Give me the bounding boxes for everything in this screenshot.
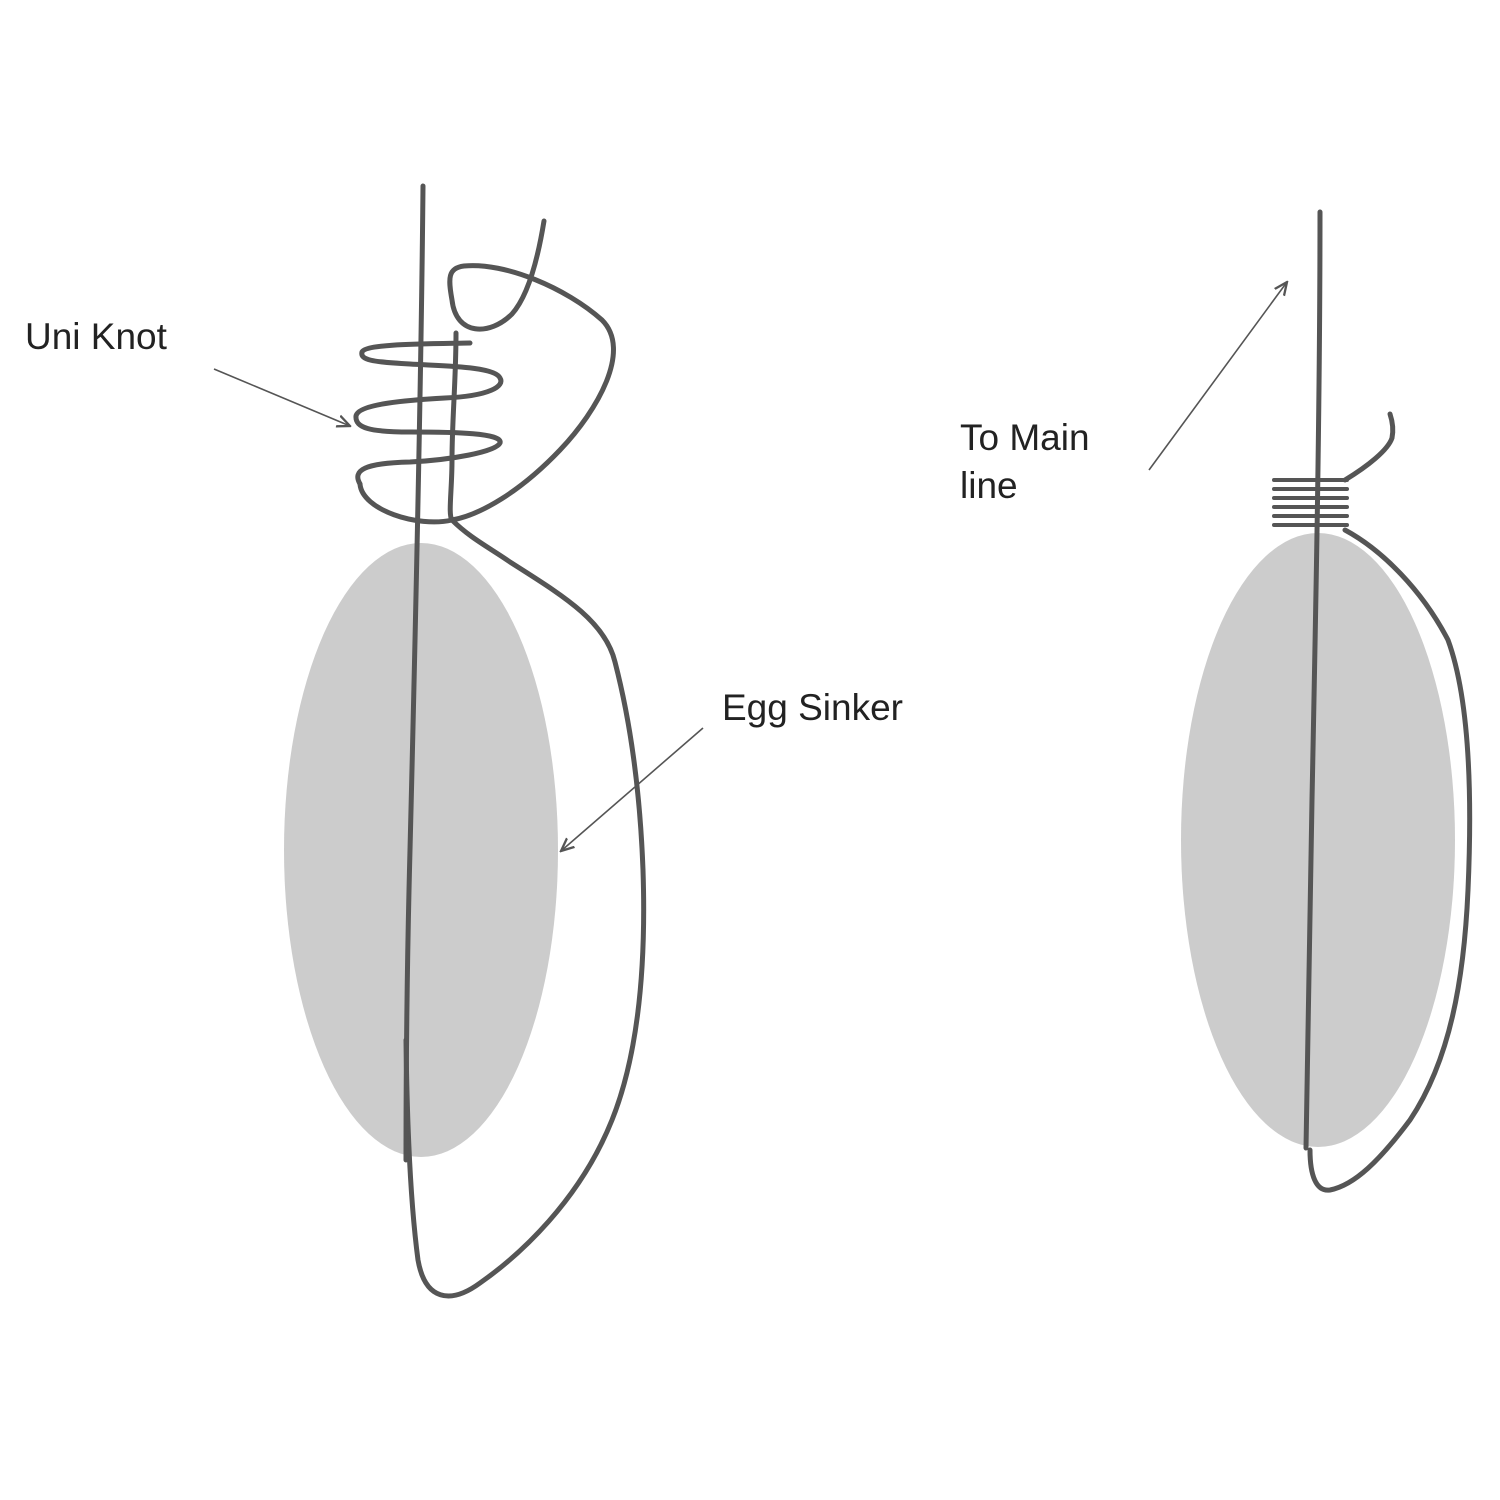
middle-strand <box>447 330 459 523</box>
tag-line-loop <box>357 218 647 1299</box>
main-line-right <box>1303 209 1323 1151</box>
right-figure <box>1181 209 1473 1193</box>
egg-sinker-right <box>1181 533 1455 1147</box>
egg-sinker-arrow <box>561 727 704 851</box>
left-figure <box>284 183 647 1299</box>
uni-knot-wraps <box>353 340 504 487</box>
loop-line-right <box>1307 527 1473 1193</box>
to-main-line-label: To Main line <box>960 417 1090 506</box>
uni-knot-arrow <box>213 368 350 426</box>
egg-sinker-label: Egg Sinker <box>722 687 903 728</box>
snugged-knot-wraps <box>1272 478 1349 527</box>
main-line-arrow <box>1148 282 1287 471</box>
tag-end-right <box>1342 411 1396 483</box>
uni-knot-label: Uni Knot <box>25 316 167 357</box>
egg-sinker-left <box>284 543 558 1157</box>
main-line-left <box>403 183 426 1163</box>
